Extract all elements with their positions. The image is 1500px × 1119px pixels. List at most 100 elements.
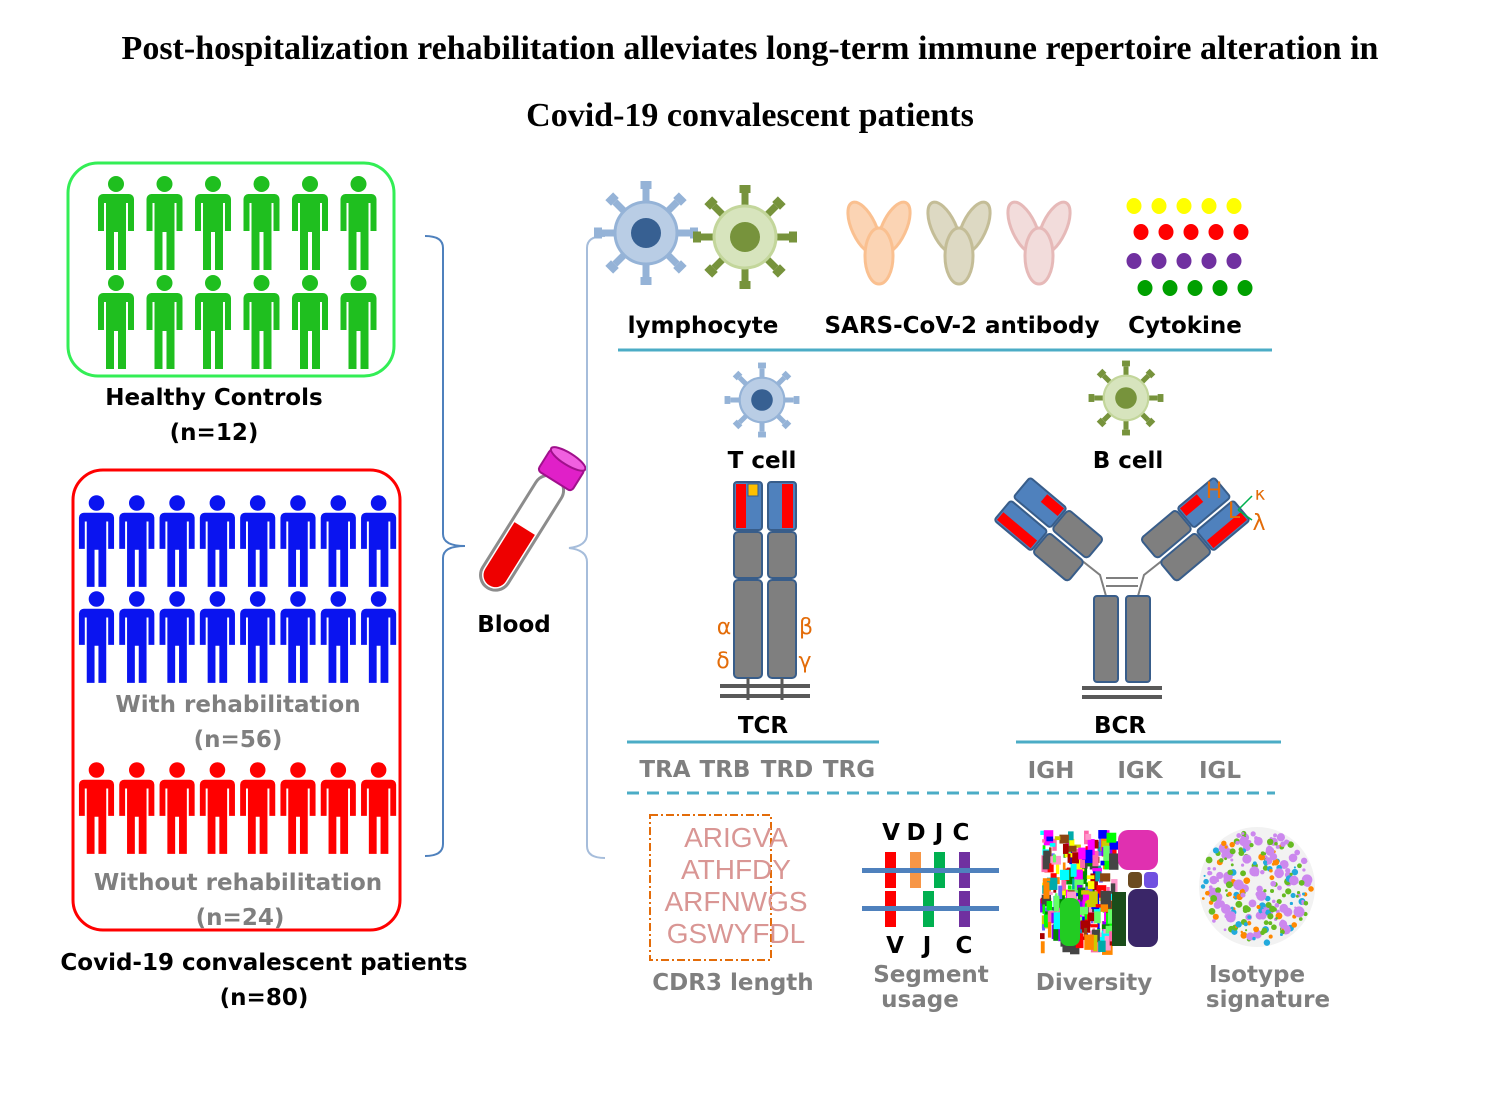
network-node [1245, 906, 1251, 913]
patients-label: Covid-19 convalescent patients [60, 950, 467, 976]
cytokine-dot [1151, 253, 1167, 269]
network-node [1207, 866, 1211, 871]
network-node [1242, 854, 1252, 864]
clone-block [1080, 896, 1083, 902]
clone-block [1042, 855, 1050, 870]
person-icon [340, 275, 377, 369]
clone-block [1058, 885, 1063, 900]
network-node [1230, 906, 1234, 910]
network-node [1279, 933, 1283, 937]
network-node [1245, 929, 1248, 932]
tcr-structure [720, 481, 810, 700]
network-node [1263, 920, 1269, 926]
clone-block [1081, 936, 1087, 940]
cytokine-dot [1233, 224, 1249, 240]
clone-block [1046, 901, 1053, 911]
network-node [1269, 888, 1275, 894]
clone-block [1088, 891, 1098, 908]
network-node [1287, 841, 1294, 848]
clone-block [1052, 854, 1057, 863]
network-node [1275, 844, 1280, 849]
segment-c: C [953, 820, 970, 846]
diversity-treemap-icon [1040, 830, 1158, 955]
network-node [1260, 869, 1265, 875]
segment-usage-label-2: usage [881, 987, 959, 1013]
clone-block [1112, 892, 1126, 946]
clone-block [1042, 878, 1051, 882]
clone-block [1095, 865, 1101, 882]
network-node [1224, 845, 1228, 849]
clone-block [1100, 890, 1111, 908]
network-node [1235, 921, 1242, 928]
cytokine-dot [1201, 253, 1217, 269]
clone-block [1040, 830, 1047, 835]
t-cell-label: T cell [728, 448, 797, 474]
b-cell-label: B cell [1093, 448, 1164, 474]
network-node [1240, 870, 1246, 877]
network-node [1212, 913, 1219, 920]
clone-block [1053, 923, 1059, 941]
network-node [1285, 888, 1292, 895]
network-node [1224, 913, 1230, 919]
isotype-label-1: Isotype [1209, 962, 1305, 988]
healthy-controls-frame [66, 161, 396, 378]
antibody-icon-pink [1006, 200, 1072, 286]
b-cell-icon [1088, 360, 1164, 436]
network-node [1302, 892, 1305, 896]
network-node [1227, 869, 1233, 876]
t-lymphocyte-icon [594, 181, 698, 285]
network-node [1281, 893, 1286, 898]
clone-block [1079, 899, 1083, 908]
cytokine-dot [1126, 253, 1142, 269]
tcr-alpha-label: α [717, 615, 732, 640]
clone-block [1128, 872, 1142, 888]
network-node [1265, 845, 1274, 854]
network-node [1261, 908, 1266, 913]
cdr3-seq: ARFNWGS [664, 886, 807, 917]
network-node [1201, 897, 1205, 900]
network-node [1266, 838, 1274, 846]
clone-block [1062, 843, 1069, 854]
clone-block [1104, 911, 1107, 923]
segment-c-bottom: C [956, 933, 973, 959]
clone-block [1144, 872, 1158, 888]
cytokine-dot [1133, 224, 1149, 240]
network-node [1229, 841, 1235, 848]
clone-block [1080, 859, 1086, 868]
network-node [1200, 884, 1206, 889]
network-node [1235, 840, 1240, 845]
network-node [1279, 859, 1289, 869]
network-node [1262, 865, 1269, 871]
network-node [1256, 885, 1263, 893]
network-node [1263, 939, 1271, 946]
gene-igh: IGH [1028, 758, 1075, 784]
clone-block [1087, 839, 1095, 856]
clone-block [1086, 899, 1095, 907]
clone-block [1090, 924, 1099, 928]
person-icon [146, 176, 183, 270]
person-icon [78, 591, 115, 683]
person-icon [119, 495, 155, 587]
clone-block [1068, 831, 1074, 841]
cytokine-dot [1176, 253, 1192, 269]
clone-block [1093, 839, 1099, 849]
network-node [1289, 875, 1299, 886]
network-node [1296, 890, 1301, 895]
network-node [1250, 831, 1256, 837]
network-node [1208, 908, 1216, 915]
clone-block [1059, 834, 1069, 844]
network-node [1308, 886, 1314, 892]
network-node [1221, 851, 1229, 860]
network-node [1290, 892, 1296, 899]
cytokine-dot [1226, 198, 1242, 214]
network-node [1203, 874, 1206, 877]
clone-block [1069, 838, 1075, 848]
clone-block [1051, 855, 1061, 865]
clone-block [1098, 830, 1107, 839]
person-icon [240, 762, 276, 854]
network-node [1235, 900, 1243, 908]
network-node [1214, 877, 1219, 882]
bcr-heavy-label: H [1206, 479, 1223, 504]
person-icon [280, 762, 316, 854]
isotype-label-2: signature [1206, 987, 1330, 1013]
